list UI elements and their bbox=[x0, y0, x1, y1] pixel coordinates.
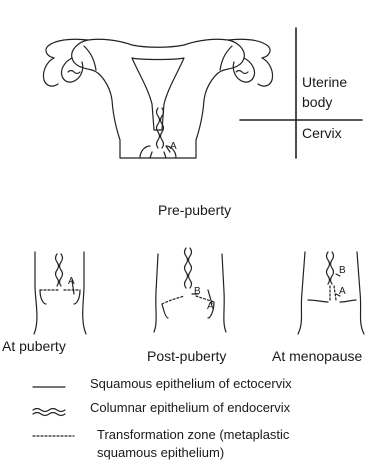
uterine-body-cervix-axis bbox=[240, 28, 362, 158]
legend-transformation-label-line1: Transformation zone (metaplastic bbox=[97, 428, 289, 443]
pre-puberty-uterus-drawing bbox=[43, 39, 272, 158]
at-menopause-label: At menopause bbox=[272, 348, 362, 364]
at-menopause-marker-b: B bbox=[339, 265, 346, 277]
legend-transformation-label-line2: squamous epithelium) bbox=[97, 446, 224, 461]
legend-swatch-columnar bbox=[33, 409, 65, 412]
at-puberty-cervix-drawing bbox=[34, 252, 86, 334]
legend-swatches bbox=[33, 387, 74, 436]
pre-puberty-label: Pre-puberty bbox=[158, 202, 231, 218]
uterine-body-label-line1: Uterine bbox=[302, 74, 347, 90]
at-puberty-marker-a: A bbox=[68, 276, 75, 288]
at-menopause-cervix-drawing bbox=[298, 252, 364, 334]
post-puberty-label: Post-puberty bbox=[147, 348, 226, 364]
post-puberty-marker-b: B bbox=[194, 286, 201, 298]
cervix-label: Cervix bbox=[302, 125, 342, 141]
pre-puberty-marker-a: A bbox=[170, 141, 177, 153]
legend-columnar-label: Columnar epithelium of endocervix bbox=[90, 401, 290, 416]
at-menopause-marker-a: A bbox=[339, 286, 346, 298]
legend-squamous-label: Squamous epithelium of ectocervix bbox=[90, 377, 292, 392]
post-puberty-marker-a: A bbox=[207, 301, 214, 313]
uterine-body-label-line2: body bbox=[302, 94, 332, 110]
post-puberty-cervix-drawing bbox=[154, 248, 226, 332]
at-puberty-label: At puberty bbox=[2, 338, 66, 354]
